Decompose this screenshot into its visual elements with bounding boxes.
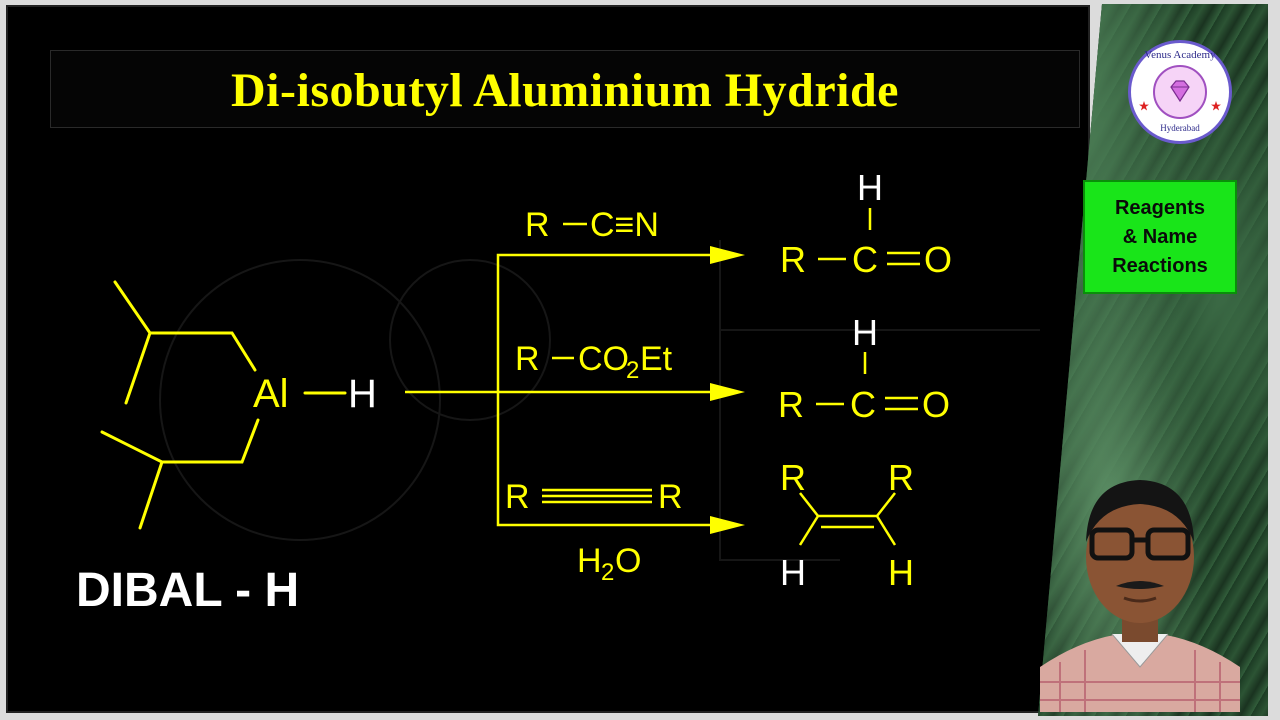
subscript-2: 2 — [626, 357, 639, 384]
aldehyde-h: H — [852, 312, 878, 353]
r-group-left: R — [780, 457, 806, 498]
arrow-heads — [710, 246, 745, 534]
arrow-head-3 — [710, 516, 745, 534]
carbonyl-oxygen: O — [924, 239, 952, 280]
hydrolysis-condition: H 2 O — [577, 542, 641, 586]
carbonyl-group: CO — [578, 340, 629, 378]
logo-emblem — [1153, 65, 1207, 119]
hydride-atom: H — [348, 372, 377, 416]
vinyl-h-left: H — [780, 552, 806, 593]
r-group-right: R — [888, 457, 914, 498]
page-title: Di-isobutyl Aluminium Hydride — [231, 64, 899, 117]
ethyl-group: Et — [640, 340, 673, 378]
r-group: R — [525, 206, 550, 244]
series-badge: Reagents & Name Reactions — [1083, 180, 1237, 294]
r-group: R — [515, 340, 540, 378]
aldehyde-product-1: H R C O — [780, 167, 952, 280]
r-group: R — [780, 239, 806, 280]
aluminium-atom: Al — [253, 372, 289, 416]
carbonyl-carbon: C — [850, 384, 876, 425]
carbonyl-oxygen: O — [922, 384, 950, 425]
dibal-skeleton — [100, 280, 347, 530]
water-o: O — [615, 542, 641, 580]
star-icon — [1139, 101, 1149, 111]
r-group: R — [778, 384, 804, 425]
nitrile-substrate: R C≡N — [525, 206, 659, 244]
water-h: H — [577, 542, 602, 580]
alkyne-substrate: R R — [505, 478, 683, 516]
r-group-left: R — [505, 478, 530, 516]
nitrile-group: C≡N — [590, 206, 659, 244]
title-bar: Di-isobutyl Aluminium Hydride — [50, 50, 1080, 128]
r-group-right: R — [658, 478, 683, 516]
reaction-scheme: Al H DIBAL - H R C≡N H R C O R CO 2 Et H — [76, 167, 1040, 617]
academy-logo: Venus Academy Hyderabad — [1128, 40, 1232, 144]
ester-substrate: R CO 2 Et — [515, 340, 673, 384]
presenter-avatar — [1040, 462, 1240, 712]
reagent-abbreviation: DIBAL - H — [76, 564, 299, 617]
logo-city: Hyderabad — [1160, 123, 1200, 133]
carbonyl-carbon: C — [852, 239, 878, 280]
logo-academy-name: Venus Academy — [1144, 49, 1216, 61]
aldehyde-product-2: H R C O — [778, 312, 950, 425]
series-badge-text: Reagents & Name Reactions — [1112, 196, 1208, 277]
reaction-arrows — [405, 253, 720, 527]
faded-background-structure — [159, 240, 1040, 561]
arrow-head-1 — [710, 246, 745, 264]
alkene-product: R R H H — [780, 457, 914, 593]
star-icon — [1211, 101, 1221, 111]
water-subscript: 2 — [601, 559, 614, 586]
arrow-head-2 — [710, 383, 745, 401]
aldehyde-h: H — [857, 167, 883, 208]
gem-icon — [1170, 80, 1190, 103]
vinyl-h-right: H — [888, 552, 914, 593]
